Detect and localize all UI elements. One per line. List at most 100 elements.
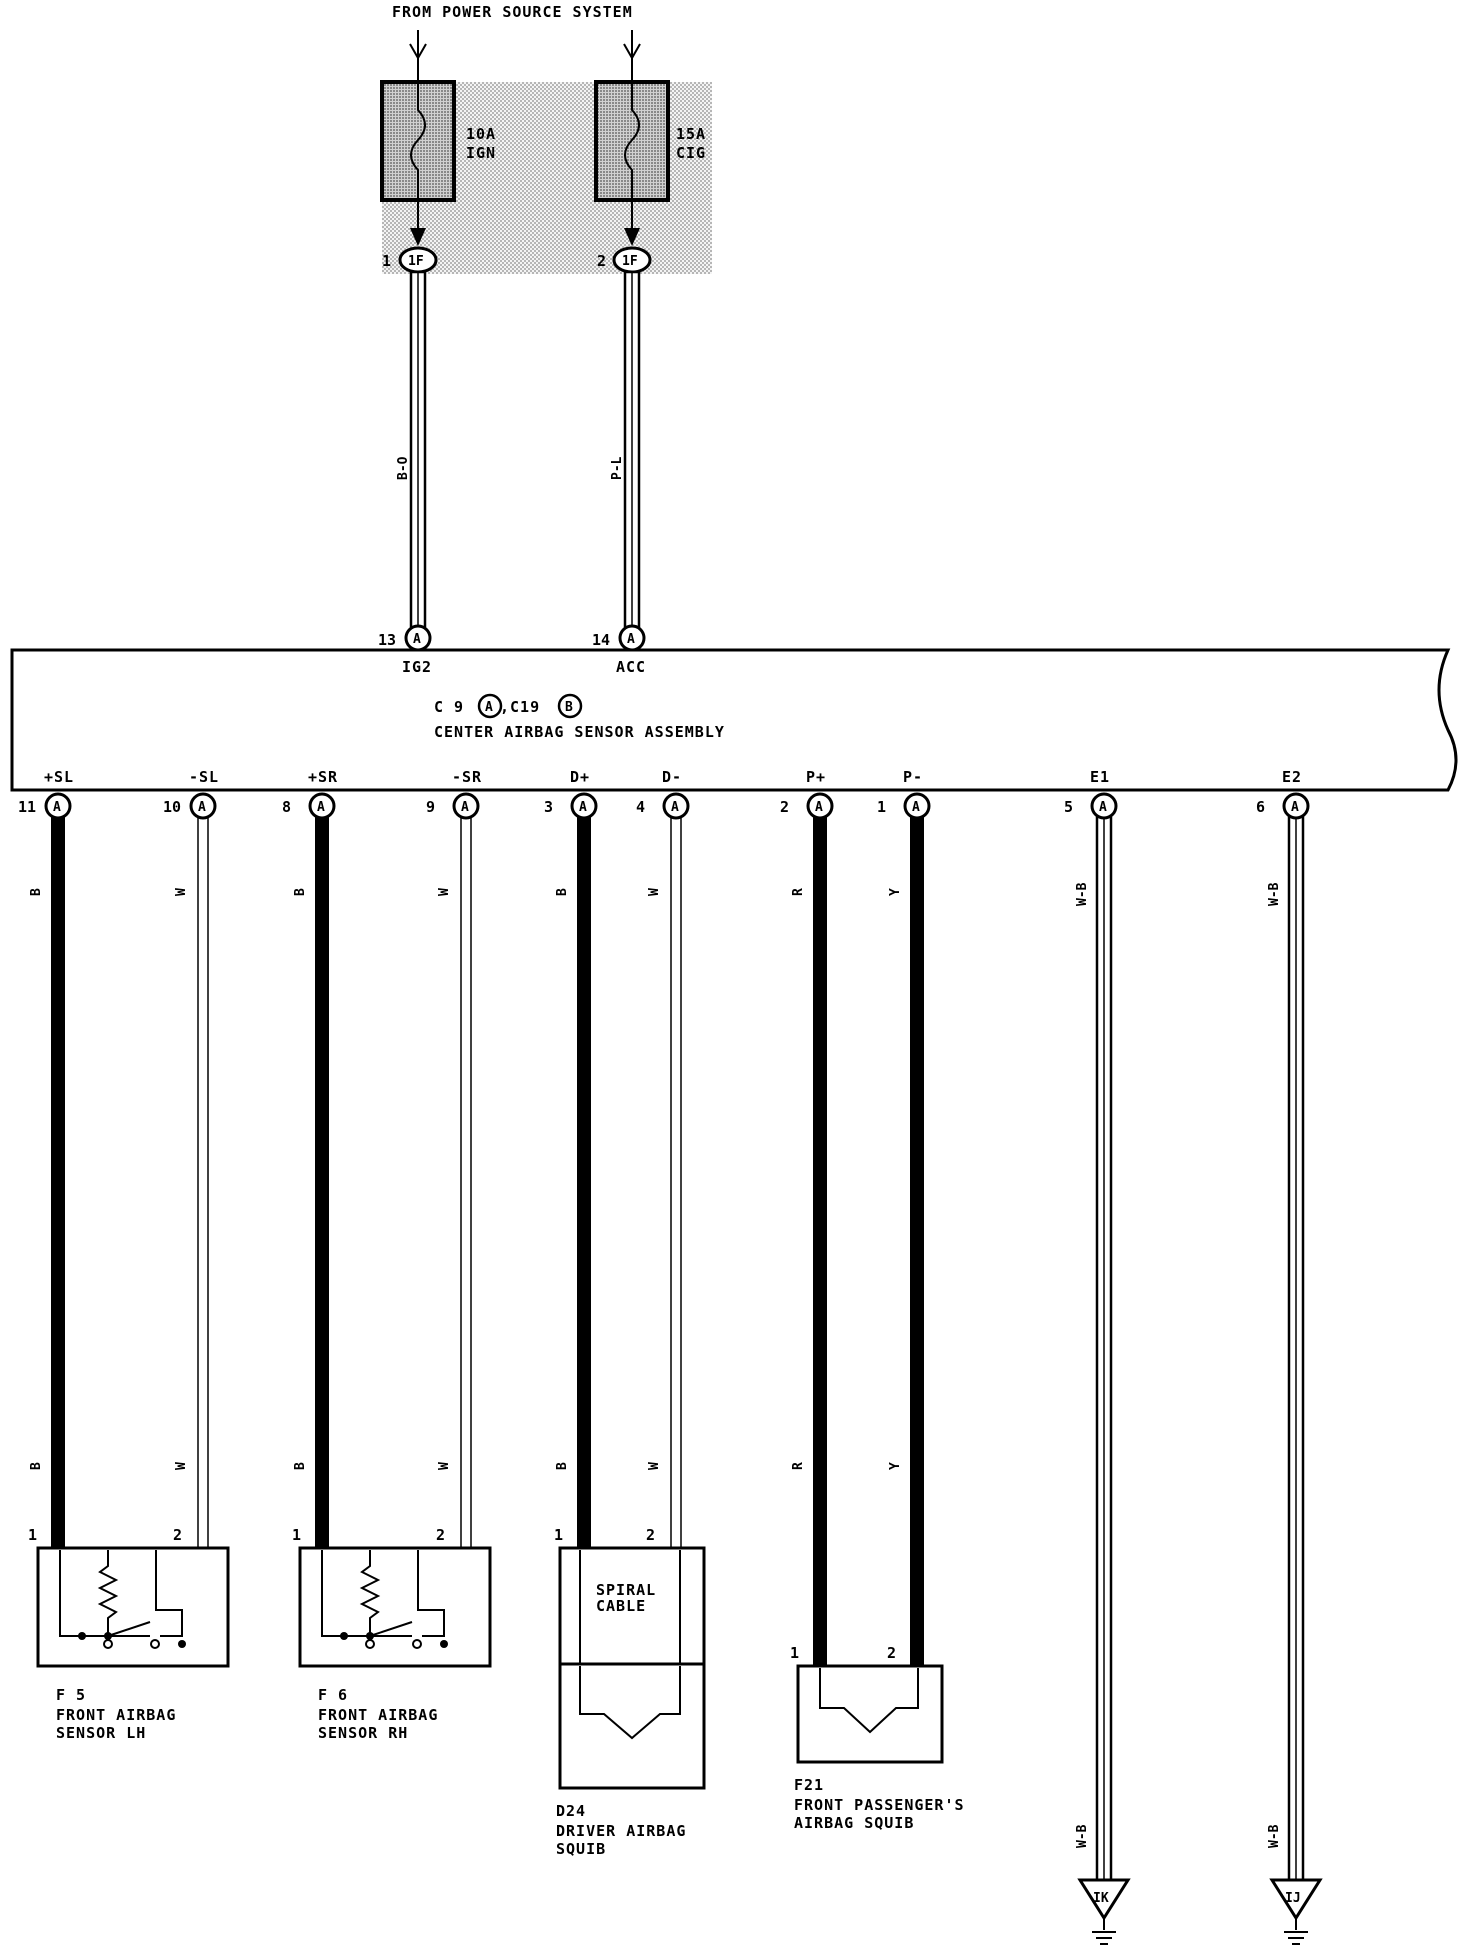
sensor-lh-box (36, 1546, 230, 1668)
terminal-label-e2: E2 (1282, 768, 1302, 786)
sensor-rh-box (298, 1546, 492, 1668)
ecu-connector-a-letter: A (485, 700, 493, 715)
ground-label-e2: IJ (1285, 1891, 1301, 1906)
wire-color-top-minus-sl: W (174, 888, 189, 896)
terminal-connector-minus-sl (189, 792, 217, 820)
spiral-cable-line1: SPIRAL (596, 1581, 656, 1599)
terminal-connector-pplusminus- (806, 792, 834, 820)
terminal-connector-plusminus-sl (44, 792, 72, 820)
wire-dplusminus- (577, 816, 591, 1548)
wire-color-top-minus-sr: W (437, 888, 452, 896)
terminal-connector-letter-minus-sl: A (198, 800, 206, 815)
terminal-label-pminus-: P- (903, 768, 923, 786)
fuse-ign-junction-pin: 1 (382, 252, 391, 270)
driver-squib-box (558, 1546, 706, 1790)
wire-color-top-dminus-: W (647, 888, 662, 896)
terminal-connector-letter-plusminus-sl: A (53, 800, 61, 815)
terminal-pin-e1: 5 (1064, 798, 1073, 816)
component-pin-dplusminus-: 1 (554, 1526, 563, 1544)
ecu-connector-ig2-letter: A (413, 632, 421, 647)
wire-color-bottom-minus-sl: W (174, 1462, 189, 1470)
wire-color-ign: B-O (396, 456, 411, 480)
wire-ign-to-ecu (409, 270, 427, 634)
sensor-lh-code: F 5 (56, 1686, 86, 1704)
passenger-squib-code: F21 (794, 1776, 824, 1794)
component-pin-minus-sl: 2 (173, 1526, 182, 1544)
terminal-label-dminus-: D- (662, 768, 682, 786)
wire-cig-to-ecu (623, 270, 641, 634)
wire-color-bottom-dminus-: W (647, 1462, 662, 1470)
junction-label-2: 1F (622, 254, 638, 269)
ecu-connector-b-badge (557, 693, 583, 719)
terminal-connector-e2 (1282, 792, 1310, 820)
component-pin-plusminus-sr: 1 (292, 1526, 301, 1544)
terminal-pin-minus-sr: 9 (426, 798, 435, 816)
fuse-ign (380, 30, 456, 246)
terminal-connector-pminus- (903, 792, 931, 820)
fuse-cig-name: CIG (676, 144, 706, 162)
terminal-connector-letter-pplusminus-: A (815, 800, 823, 815)
wire-color-bottom-plusminus-sl: B (29, 1462, 44, 1470)
component-pin-dminus-: 2 (646, 1526, 655, 1544)
terminal-connector-letter-e2: A (1291, 800, 1299, 815)
sensor-lh-line2: SENSOR LH (56, 1724, 146, 1742)
terminal-label-plusminus-sr: +SR (308, 768, 338, 786)
ecu-connector-a-badge (477, 693, 503, 719)
wire-color-bottom-e1: W-B (1075, 1824, 1090, 1848)
wire-color-bottom-pplusminus-: R (791, 1462, 806, 1470)
ground-tri-e1 (1077, 1878, 1131, 1921)
ground-label-e1: IK (1093, 1891, 1109, 1906)
terminal-connector-e1 (1090, 792, 1118, 820)
wire-color-top-e1: W-B (1075, 882, 1090, 906)
terminal-pin-dplusminus-: 3 (544, 798, 553, 816)
wire-dminus- (670, 815, 682, 1549)
passenger-squib-box (796, 1664, 944, 1764)
ecu-terminal-acc: ACC (616, 658, 646, 676)
terminal-pin-dminus-: 4 (636, 798, 645, 816)
power-source-title: FROM POWER SOURCE SYSTEM (392, 3, 633, 21)
wire-color-top-plusminus-sr: B (293, 888, 308, 896)
terminal-connector-letter-dminus-: A (671, 800, 679, 815)
terminal-label-plusminus-sl: +SL (44, 768, 74, 786)
terminal-connector-letter-pminus-: A (912, 800, 920, 815)
wire-plusminus-sr (315, 816, 329, 1548)
wire-minus-sr (460, 815, 472, 1549)
wire-color-top-pplusminus-: R (791, 888, 806, 896)
wire-color-cig: P-L (610, 456, 625, 480)
wire-color-bottom-dplusminus-: B (555, 1462, 570, 1470)
sensor-rh-line2: SENSOR RH (318, 1724, 408, 1742)
wire-color-top-pminus-: Y (888, 888, 903, 896)
junction-label-1: 1F (408, 254, 424, 269)
component-pin-minus-sr: 2 (436, 1526, 445, 1544)
fuse-ign-rating: 10A (466, 125, 496, 143)
terminal-label-minus-sr: -SR (452, 768, 482, 786)
wire-color-bottom-e2: W-B (1267, 1824, 1282, 1848)
wire-pplusminus- (813, 816, 827, 1666)
wire-color-bottom-pminus-: Y (888, 1462, 903, 1470)
terminal-label-pplusminus-: P+ (806, 768, 826, 786)
fuse-cig-rating: 15A (676, 125, 706, 143)
terminal-connector-letter-e1: A (1099, 800, 1107, 815)
ecu-code-mid: ,C19 (500, 698, 540, 716)
wire-color-bottom-plusminus-sr: B (293, 1462, 308, 1470)
terminal-connector-letter-plusminus-sr: A (317, 800, 325, 815)
fuse-cig (594, 30, 670, 246)
terminal-connector-letter-dplusminus-: A (579, 800, 587, 815)
terminal-pin-e2: 6 (1256, 798, 1265, 816)
ecu-connector-acc-letter: A (627, 632, 635, 647)
terminal-connector-dminus- (662, 792, 690, 820)
driver-squib-line2: SQUIB (556, 1840, 606, 1858)
terminal-pin-plusminus-sr: 8 (282, 798, 291, 816)
terminal-connector-plusminus-sr (308, 792, 336, 820)
wire-plusminus-sl (51, 816, 65, 1548)
driver-squib-code: D24 (556, 1802, 586, 1820)
terminal-connector-dplusminus- (570, 792, 598, 820)
component-pin-plusminus-sl: 1 (28, 1526, 37, 1544)
ecu-pin-ig2-number: 13 (378, 631, 396, 649)
passenger-squib-line1: FRONT PASSENGER'S (794, 1796, 965, 1814)
terminal-pin-minus-sl: 10 (163, 798, 181, 816)
ground-tri-e2 (1269, 1878, 1323, 1921)
